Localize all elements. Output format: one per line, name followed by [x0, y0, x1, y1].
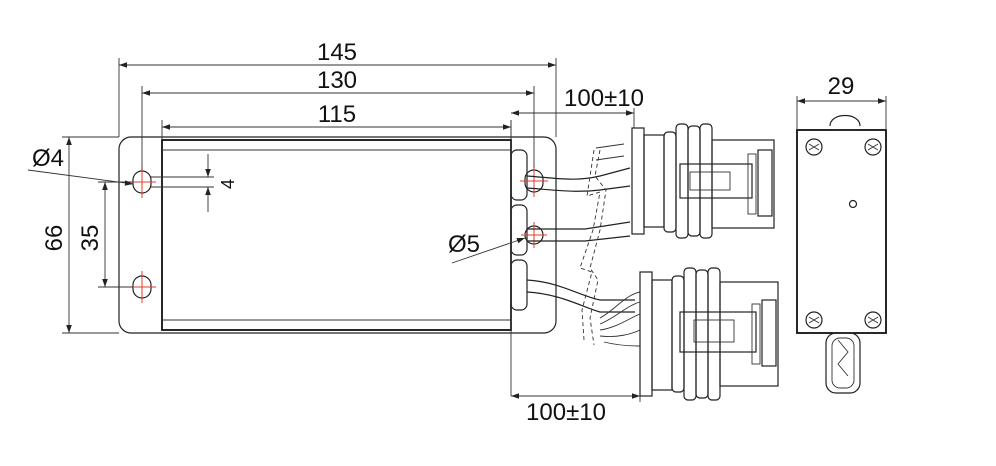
- screw-bottom-right: [864, 311, 882, 329]
- screw-top-right: [864, 138, 882, 156]
- dim-overall-length: 145: [317, 39, 357, 66]
- cable-gland-bottom: [510, 259, 528, 311]
- mounting-hole-right-top: [520, 165, 548, 197]
- dim-body-length: 115: [318, 101, 356, 128]
- dim-hole-spacing: 130: [317, 67, 357, 94]
- screw-top-left: [805, 138, 823, 156]
- dim-hole-diameter-right: Ø5: [448, 231, 480, 258]
- mounting-hole-right-middle: [521, 222, 547, 248]
- dim-cable-length-bottom: 100±10: [526, 399, 606, 426]
- connector-top: [631, 123, 775, 239]
- cable-gland-top: [510, 149, 528, 201]
- cables: [526, 143, 641, 347]
- dim-side-width: 29: [828, 73, 855, 100]
- side-body: [796, 129, 887, 334]
- center-mark: [848, 199, 858, 209]
- side-connector: [825, 332, 861, 394]
- dim-hole-diameter-left: Ø4: [32, 145, 64, 172]
- connector-bottom: [639, 267, 779, 401]
- dimension-lines: [27, 58, 887, 402]
- screw-bottom-left: [805, 311, 823, 329]
- dim-cable-length-top: 100±10: [564, 85, 644, 112]
- mounting-flange: [118, 136, 557, 334]
- dim-height: 66: [41, 225, 68, 252]
- dim-hole-offset: 4: [218, 179, 238, 189]
- dim-hole-vertical-spacing: 35: [77, 225, 104, 252]
- side-view: [796, 114, 887, 394]
- cable-gland-middle: [510, 204, 528, 256]
- front-view: [118, 136, 557, 334]
